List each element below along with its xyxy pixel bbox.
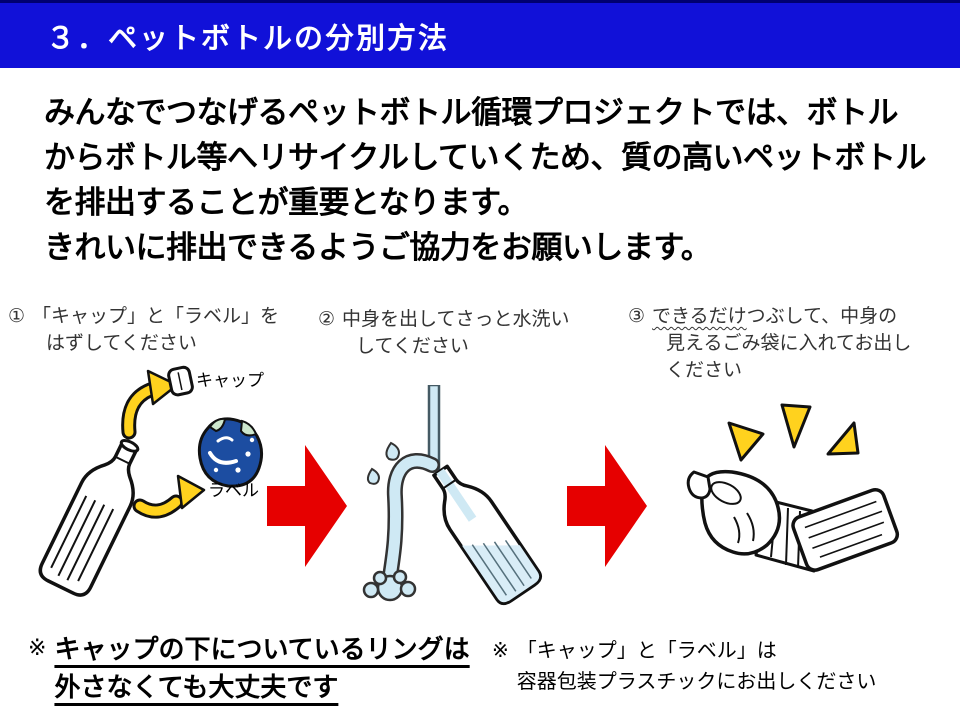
note-cap-label: ※ 「キャップ」と「ラベル」は 容器包装プラスチックにお出しください (492, 636, 876, 698)
step-3-caption: ③ できるだけつぶして、中身の 見えるごみ袋に入れてお出し ください (628, 303, 958, 384)
page-title: ３．ペットボトルの分別方法 (46, 22, 450, 55)
note-ring-text: キャップの下についているリングは 外さなくても大丈夫です (54, 634, 470, 702)
step-2-caption: ② 中身を出してさっと水洗い してください (318, 306, 623, 360)
label-icon (197, 417, 264, 488)
intro-line: きれいに排出できるようご協力をお願いします。 (44, 230, 712, 265)
note-ring: ※ キャップの下についているリングは 外さなくても大丈夫です (28, 630, 470, 706)
bottle-icon (38, 439, 140, 597)
illustration-crushed-bottle (686, 403, 900, 573)
arrow-to-cap-icon (121, 369, 179, 440)
intro-line: みんなでつなげるペットボトル循環プロジェクトでは、ボトル (44, 95, 899, 130)
illustration-remove-cap-label: キャップ ラベル (38, 365, 264, 597)
title-bar: ３．ペットボトルの分別方法 (0, 0, 960, 68)
label-caption: ラベル (208, 481, 259, 500)
red-arrow-icon (567, 445, 647, 567)
step-1-text: 「キャップ」と「ラベル」を はずしてください (32, 306, 280, 354)
intro-line: を排出することが重要となります。 (44, 185, 528, 220)
cap-caption: キャップ (196, 371, 264, 390)
emphasis-triangles-icon (727, 403, 860, 462)
step-1-caption: ① 「キャップ」と「ラベル」を はずしてください (8, 303, 308, 357)
droplet-icon (366, 441, 401, 485)
cap-icon (167, 365, 194, 397)
step-1-number: ① (8, 306, 26, 327)
intro-paragraph: みんなでつなげるペットボトル循環プロジェクトでは、ボトル からボトル等へリサイク… (44, 90, 949, 270)
illustration-rinse-bottle (362, 385, 542, 606)
splash-icon (362, 569, 417, 602)
step-3-text: できるだけつぶして、中身の 見えるごみ袋に入れてお出し ください (652, 306, 912, 381)
bottle-rinse-icon (432, 464, 542, 606)
crushed-bottle-icon (686, 469, 900, 573)
note-cap-label-text: 「キャップ」と「ラベル」は 容器包装プラスチックにお出しください (516, 640, 877, 693)
intro-line: からボトル等へリサイクルしていくため、質の高いペットボトル (44, 140, 927, 175)
note-ring-marker: ※ (28, 635, 47, 660)
arrow-to-label-icon (132, 474, 206, 519)
step-3-number: ③ (628, 306, 646, 327)
note-cap-label-marker: ※ (492, 640, 509, 662)
overflow-water-icon (382, 453, 440, 585)
step-2-number: ② (318, 309, 336, 330)
step-2-text: 中身を出してさっと水洗い してください (342, 309, 570, 357)
red-arrow-icon (267, 445, 347, 567)
step-3-emphasis: できるだけ (652, 306, 747, 327)
